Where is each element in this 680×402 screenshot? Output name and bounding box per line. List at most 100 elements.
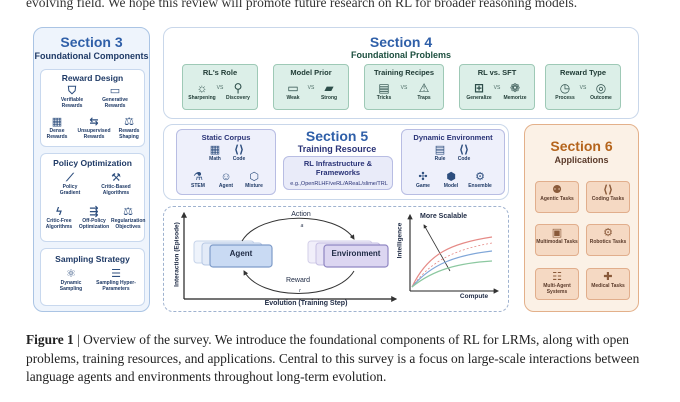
section5-panel: Section 5 Training Resource Static Corpu… xyxy=(163,124,509,200)
reward-arc xyxy=(243,270,355,294)
policy-gradient: ⟋Policy Gradient xyxy=(53,172,87,196)
rl-infrastructure-examples: e.g.,OpenRLHF/veRL/AReaL/slime/TRL xyxy=(290,181,388,187)
env-model: ⬢Model xyxy=(440,171,462,190)
magnifier-icon: ⚲ xyxy=(233,81,243,95)
grid-icon: ▦ xyxy=(51,116,63,128)
clock-icon: ◷ xyxy=(559,81,571,95)
robot-arm-icon: ⚙ xyxy=(603,227,613,239)
medical-cross-icon: ✚ xyxy=(603,271,613,283)
dynamic-environment-title: Dynamic Environment xyxy=(413,133,493,142)
code-window-icon: ⟨⟩ xyxy=(233,144,245,156)
book-icon: ▤ xyxy=(378,81,390,95)
critic-based-algorithms: ⚒Critic-Based Algorithms xyxy=(97,172,135,196)
unsupervised-rewards: ⇆Unsupervised Rewards xyxy=(75,116,113,140)
app-robotics-tasks: ⚙Robotics Tasks xyxy=(586,224,630,256)
rl-infrastructure-title: RL Infrastructure & Frameworks xyxy=(303,159,373,177)
section4-subtitle: Foundational Problems xyxy=(350,50,451,60)
problem-card-training-recipes: Training Recipes ▤Tricks VS ⚠Traps xyxy=(364,64,444,110)
top-text: evolving field. We hope this review will… xyxy=(26,0,578,10)
network-icon: ⊞ xyxy=(473,81,485,95)
dynamic-sampling: ⚛Dynamic Sampling xyxy=(53,268,89,292)
trap-icon: ⚠ xyxy=(418,81,430,95)
flask-icon: ⚗ xyxy=(193,171,203,183)
scaling-x-axis-label: Compute xyxy=(459,293,489,300)
weak-chart-icon: ▭ xyxy=(287,81,299,95)
target-icon: ◎ xyxy=(595,81,607,95)
corpus-mixture: ⬡Mixture xyxy=(241,171,267,190)
images-icon: ▣ xyxy=(551,227,563,239)
code-window-icon: ⟨⟩ xyxy=(602,184,614,196)
curve-green xyxy=(411,260,493,288)
off-policy-optimization: ⇶Off-Policy Optimization xyxy=(78,206,110,230)
corpus-stem: ⚗STEM xyxy=(187,171,209,190)
curve-blue xyxy=(411,250,493,288)
policy-optimization-title: Policy Optimization xyxy=(53,158,132,168)
interaction-loop-diagram xyxy=(181,211,398,302)
molecule-icon: ⚛ xyxy=(66,268,76,280)
environment-card xyxy=(323,244,389,268)
group-icon: ☷ xyxy=(552,271,562,283)
curve-red-dash xyxy=(411,242,493,288)
robot-icon: ⚉ xyxy=(552,184,562,196)
shapes-icon: ⬡ xyxy=(249,171,259,183)
figure-caption-text: | Overview of the survey. We introduce t… xyxy=(26,332,640,384)
corpus-agent: ☺Agent xyxy=(215,171,237,190)
sampling-strategy-box: Sampling Strategy ⚛Dynamic Sampling ☰Sam… xyxy=(40,248,145,306)
action-arc xyxy=(241,217,355,242)
swap-icon: ⇆ xyxy=(89,116,99,128)
figure-label: Figure 1 xyxy=(26,332,74,347)
section5-subtitle: Training Resource xyxy=(297,144,377,154)
section5-title: Section 5 xyxy=(305,128,369,144)
app-multimodal-tasks: ▣Multimodal Tasks xyxy=(535,224,579,256)
gamepad-icon: ✣ xyxy=(418,171,428,183)
problem-card-rl-vs-sft: RL vs. SFT ⊞Generalize VS ❁Memorize xyxy=(459,64,535,110)
problem-card-reward-type: Reward Type ◷Process VS ◎Outcome xyxy=(545,64,621,110)
app-agentic-tasks: ⚉Agentic Tasks xyxy=(535,181,579,213)
split-arrows-icon: ⇶ xyxy=(89,206,99,218)
hammer-icon: ⚒ xyxy=(111,172,121,184)
static-corpus-title: Static Corpus xyxy=(201,133,251,142)
code-window-icon: ⟨⟩ xyxy=(458,144,470,156)
ensemble-icon: ⚙ xyxy=(475,171,485,183)
section6-subtitle: Applications xyxy=(554,155,609,165)
figure-caption: Figure 1 | Overview of the survey. We in… xyxy=(26,331,654,387)
scaling-arrow xyxy=(423,224,451,272)
interaction-loop-panel: Agent Environment Action a Reward r Inte… xyxy=(163,206,509,312)
section4-title: Section 4 xyxy=(369,34,433,50)
section3-subtitle: Foundational Components xyxy=(34,51,149,61)
strong-chart-icon: ▰ xyxy=(324,81,334,95)
corpus-code: ⟨⟩Code xyxy=(229,144,249,163)
brain-icon: ❁ xyxy=(509,81,521,95)
calculator-icon: ▦ xyxy=(209,144,221,156)
lightning-icon: ϟ xyxy=(56,206,62,218)
section3-title: Section 3 xyxy=(60,34,123,50)
curve-red xyxy=(411,236,493,288)
verifiable-rewards: ⛉Verifiable Rewards xyxy=(55,85,89,109)
rewards-shaping: ⚖Rewards Shaping xyxy=(114,116,144,140)
chat-bubble-icon: ▭ xyxy=(109,85,121,97)
scaling-label: More Scalable xyxy=(420,213,468,220)
loop-x-axis-label: Evolution (Training Step) xyxy=(264,300,348,307)
lightbulb-icon: ☼ xyxy=(196,81,208,95)
model-cube-icon: ⬢ xyxy=(446,171,456,183)
env-ensemble: ⚙Ensemble xyxy=(466,171,494,190)
agent-person-icon: ☺ xyxy=(220,171,232,183)
section6-title: Section 6 xyxy=(550,138,613,154)
agent-card xyxy=(209,244,273,268)
app-medical-tasks: ✚Medical Tasks xyxy=(586,268,630,300)
policy-optimization-box: Policy Optimization ⟋Policy Gradient ⚒Cr… xyxy=(40,153,145,242)
regularization-objectives: ⚖Regularization Objectives xyxy=(111,206,146,230)
corpus-math: ▦Math xyxy=(205,144,225,163)
sliders-icon: ☰ xyxy=(111,268,121,280)
rulebook-icon: ▤ xyxy=(434,144,446,156)
shield-check-icon: ⛉ xyxy=(67,85,77,97)
static-corpus-box: Static Corpus ▦Math ⟨⟩Code ⚗STEM ☺Agent … xyxy=(176,129,276,195)
env-rule: ▤Rule xyxy=(430,144,450,163)
generative-rewards: ▭Generative Rewards xyxy=(97,85,133,109)
problem-card-rl-role: RL's Role ☼Sharpening VS ⚲Discovery xyxy=(182,64,258,110)
dense-rewards: ▦Dense Rewards xyxy=(42,116,72,140)
loop-action-sub: a xyxy=(300,223,304,229)
scales-icon: ⚖ xyxy=(123,206,133,218)
env-game: ✣Game xyxy=(412,171,434,190)
